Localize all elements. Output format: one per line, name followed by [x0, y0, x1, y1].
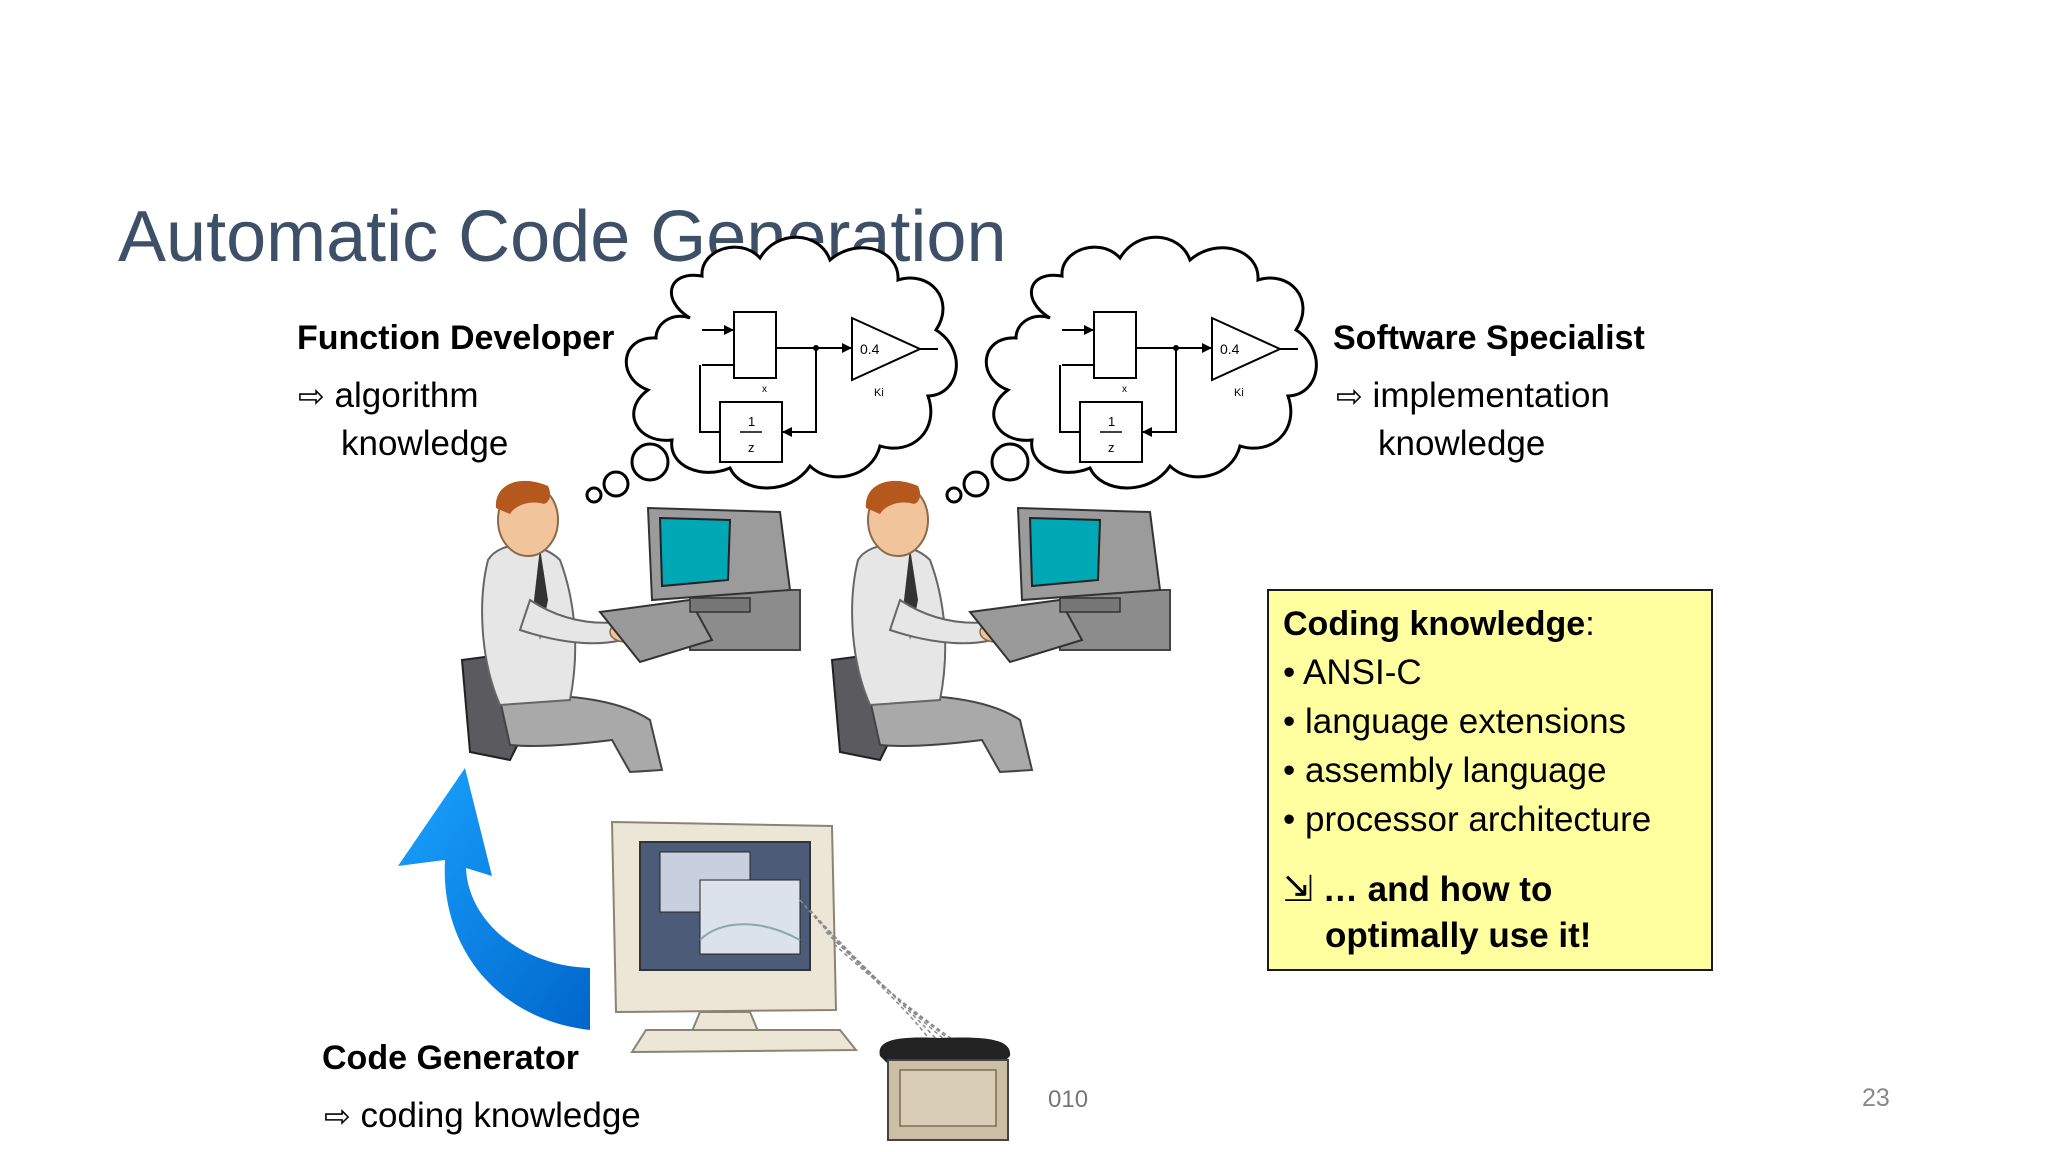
coding-knowledge-box: Coding knowledge: • ANSI-C • language ex… — [1267, 589, 1713, 971]
code-generator-line1-row: ⇨ coding knowledge — [324, 1096, 641, 1136]
code-generator-heading: Code Generator — [322, 1039, 579, 1077]
gain-value: 0.4 — [1220, 341, 1240, 357]
coding-knowledge-item: • processor architecture — [1283, 800, 1652, 839]
feedback-arrow-icon — [398, 768, 590, 1030]
thought-bubble-icon: x 0.4 Ki 1 z — [585, 235, 958, 504]
hollow-right-arrow-icon: ⇨ — [1336, 378, 1363, 414]
delay-denominator: z — [748, 440, 755, 455]
delay-denominator: z — [1108, 440, 1115, 455]
developer-at-computer-icon — [830, 480, 1171, 774]
coding-knowledge-item: • language extensions — [1283, 702, 1627, 741]
control-loop-diagram: x 0.4 Ki 1 z — [699, 311, 938, 463]
coding-knowledge-outro-line1: … and how to — [1322, 870, 1553, 909]
coding-knowledge-outro-line2: optimally use it! — [1325, 916, 1592, 955]
software-specialist-heading: Software Specialist — [1333, 319, 1645, 357]
hollow-right-arrow-icon: ⇨ — [298, 378, 325, 414]
coding-knowledge-heading-row: Coding knowledge: — [1283, 605, 1697, 644]
developer-at-computer-icon — [460, 480, 801, 774]
coding-knowledge-item: • assembly language — [1283, 751, 1607, 790]
slide-number: 23 — [1862, 1084, 1890, 1112]
control-loop-diagram: x 0.4 Ki 1 z — [1059, 311, 1298, 463]
coding-knowledge-outro: ⇲ … and how to optimally use it! — [1283, 868, 1697, 956]
function-developer-heading: Function Developer — [297, 319, 615, 357]
sum-label: x — [762, 384, 767, 395]
ecu-module-icon — [879, 1037, 1011, 1141]
thought-bubble-icon: x 0.4 Ki 1 z — [945, 235, 1318, 504]
gain-value: 0.4 — [860, 341, 880, 357]
software-specialist-line2: knowledge — [1378, 424, 1546, 463]
coding-knowledge-item: • ANSI-C — [1283, 653, 1422, 692]
software-specialist-line1-row: ⇨ implementation — [1336, 376, 1610, 416]
gain-label: Ki — [874, 387, 884, 399]
code-generator-line1: coding knowledge — [360, 1096, 641, 1135]
hollow-turn-arrow-icon: ⇲ — [1283, 868, 1314, 909]
gain-label: Ki — [1234, 387, 1244, 399]
hollow-right-arrow-icon: ⇨ — [324, 1098, 351, 1134]
delay-numerator: 1 — [1108, 414, 1115, 429]
footer-date-fragment: 010 — [1048, 1086, 1089, 1113]
function-developer-line1-row: ⇨ algorithm — [298, 376, 479, 416]
sum-label: x — [1122, 384, 1127, 395]
coding-knowledge-heading: Coding knowledge — [1283, 605, 1586, 643]
function-developer-line1: algorithm — [334, 376, 479, 415]
software-specialist-line1: implementation — [1372, 376, 1610, 415]
code-generator-computer-icon — [610, 820, 859, 1054]
function-developer-line2: knowledge — [341, 424, 509, 463]
delay-numerator: 1 — [748, 414, 755, 429]
coding-knowledge-heading-colon: : — [1585, 605, 1595, 643]
